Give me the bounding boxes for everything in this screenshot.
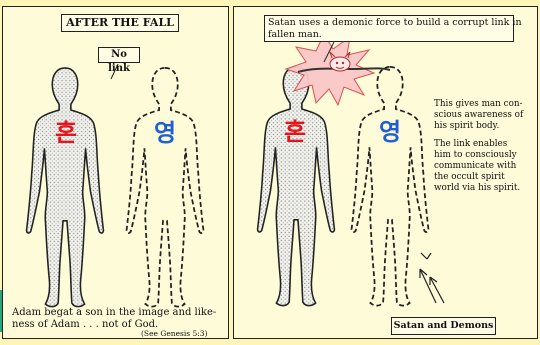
right-panel: Satan uses a demonic force to build a co… <box>233 6 538 339</box>
spirit-body-figure-right <box>352 67 429 306</box>
left-figures <box>3 7 230 340</box>
satan-arrows <box>420 253 444 303</box>
awareness-line-1: This gives man con- <box>434 99 536 110</box>
link-line-5: world via his spirit. <box>434 183 536 194</box>
satan-demons-label: Satan and Demons <box>391 317 496 335</box>
spirit-glyph: 영 <box>154 121 176 145</box>
caption-line-1: Adam begat a son in the image and like- <box>12 307 216 318</box>
no-link-pointer <box>111 64 118 79</box>
soul-glyph: 혼 <box>55 121 77 145</box>
left-panel: AFTER THE FALL No link 혼 영 Adam begat a … <box>2 6 229 339</box>
awareness-line-2: scious awareness of <box>434 110 536 121</box>
soul-glyph-right: 혼 <box>284 120 306 144</box>
adam-body-figure <box>27 68 104 307</box>
link-paragraph: The link enables him to consciously comm… <box>434 139 536 194</box>
demonic-force-callout: Satan uses a demonic force to build a co… <box>264 15 514 42</box>
link-line-1: The link enables <box>434 139 536 150</box>
awareness-paragraph: This gives man con- scious awareness of … <box>434 99 536 132</box>
link-line-4: the occult spirit <box>434 172 536 183</box>
callout-line-2: fallen man. <box>268 29 510 41</box>
spirit-glyph-right: 영 <box>379 120 401 144</box>
link-line-2: him to consciously <box>434 150 536 161</box>
caption-line-2: ness of Adam . . . not of God. <box>12 319 158 330</box>
spirit-body-figure <box>127 68 204 307</box>
link-line-3: communicate with <box>434 161 536 172</box>
callout-line-1: Satan uses a demonic force to build a co… <box>268 17 510 29</box>
man-body-figure <box>258 67 335 306</box>
awareness-line-3: his spirit body. <box>434 121 536 132</box>
genesis-reference: (See Genesis 5:3) <box>141 329 208 338</box>
